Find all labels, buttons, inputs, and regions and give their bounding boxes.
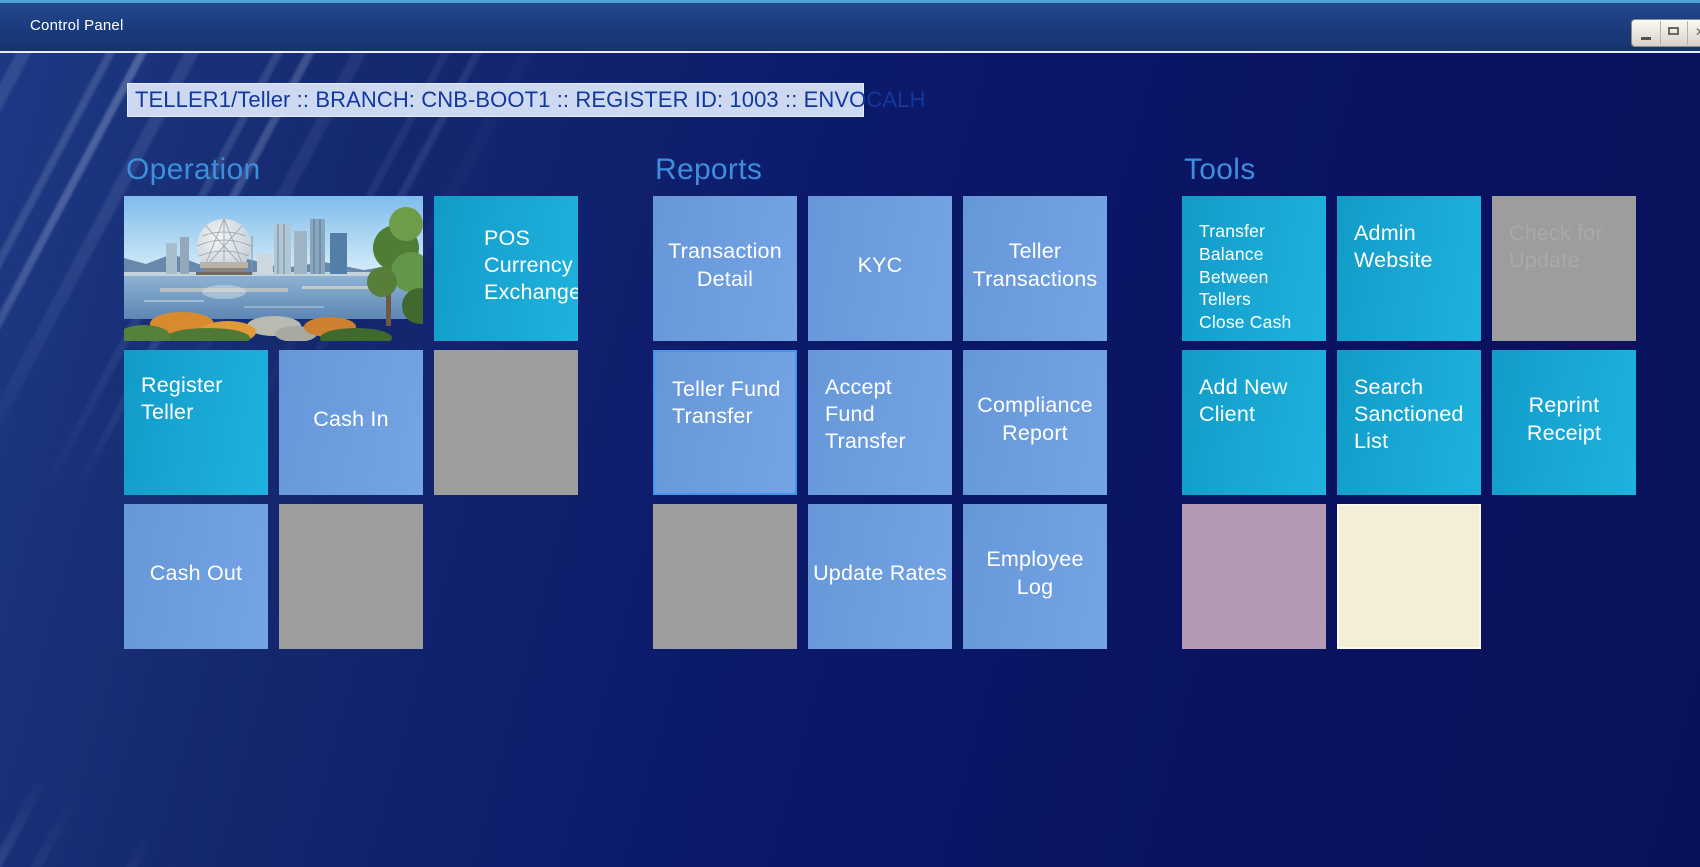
close-button[interactable]: ✕	[1687, 21, 1700, 45]
tile-label-line: Client	[1199, 402, 1256, 427]
tile-label-line: Admin	[1354, 221, 1416, 245]
minimize-button[interactable]	[1633, 21, 1660, 45]
empty-tile	[653, 504, 797, 649]
section-title: Reports	[655, 153, 763, 186]
window-title: Control Panel	[30, 17, 124, 34]
maximize-icon	[1668, 27, 1679, 35]
empty-tile	[434, 350, 578, 495]
tile-label-line: Update	[1509, 248, 1580, 273]
science-world-waterfront-photo	[124, 196, 423, 341]
tile-label-line: Reprint	[1528, 393, 1600, 418]
section-title: Tools	[1184, 153, 1256, 186]
tile-label-line: Between Tellers	[1199, 266, 1269, 310]
tile-label-line: Update Rates	[813, 560, 947, 585]
tile-label-line: Report	[1002, 420, 1068, 445]
tile-label-line: Transfer	[672, 404, 753, 429]
empty-tile	[279, 504, 423, 649]
tile-label-line: Sanctioned	[1354, 402, 1464, 427]
tile-label-line: Check for	[1509, 221, 1603, 245]
session-info-text: TELLER1/Teller :: BRANCH: CNB-BOOT1 :: R…	[135, 87, 926, 112]
tile-label-line: Log	[1016, 574, 1054, 599]
section-title: Operation	[126, 153, 261, 186]
empty-tile	[1337, 504, 1481, 649]
minimize-icon	[1641, 37, 1651, 40]
register-teller-tile[interactable]: Register Teller	[124, 350, 268, 495]
cash-in-tile[interactable]: Cash In	[279, 350, 423, 495]
tile-label-line: Employee	[986, 547, 1084, 572]
tile-label-line: Search	[1354, 375, 1424, 399]
tile-label-line: Currency	[484, 252, 573, 277]
update-rates-tile[interactable]: Update Rates	[808, 504, 952, 649]
tile-label-line: Exchange	[484, 280, 578, 305]
tile-label-line: Teller Fund	[672, 377, 781, 401]
window-titlebar: Control Panel ✕	[0, 0, 1700, 53]
empty-tile	[1182, 504, 1326, 649]
tile-label-line: Close Cash	[1199, 312, 1292, 332]
tile-label-line: POS	[484, 225, 531, 250]
tile-label-line: Website	[1354, 248, 1433, 273]
tile-label-line: Transaction	[668, 239, 782, 264]
waterfront-photo-tile[interactable]	[124, 196, 423, 341]
tile-label-line: Cash Out	[149, 560, 243, 585]
tile-label-line: Compliance	[977, 393, 1093, 418]
tile-label-line: List	[1354, 429, 1389, 454]
section-operation: Operation	[124, 150, 578, 649]
maximize-button[interactable]	[1660, 21, 1687, 45]
kyc-tile[interactable]: KYC	[808, 196, 952, 341]
tile-label-line: Cash In	[313, 406, 389, 431]
cash-out-tile[interactable]: Cash Out	[124, 504, 268, 649]
tile-label-line: Register Teller	[141, 373, 223, 425]
tile-label-line: KYC	[857, 252, 903, 277]
tile-label-line: Receipt	[1526, 420, 1602, 445]
tile-label-line: Transfer Balance	[1199, 221, 1266, 264]
close-icon: ✕	[1695, 25, 1700, 39]
tile-label-line: Detail	[696, 266, 754, 291]
session-info-bar: TELLER1/Teller :: BRANCH: CNB-BOOT1 :: R…	[127, 83, 925, 117]
window-controls: ✕	[1631, 19, 1700, 47]
tile-label-line: Transactions	[972, 266, 1098, 291]
tile-label-line: Add New	[1199, 375, 1288, 399]
tile-label-line: Fund Transfer	[825, 402, 906, 454]
tile-label-line: Accept	[825, 375, 892, 399]
tile-label-line: Teller	[1008, 239, 1062, 264]
